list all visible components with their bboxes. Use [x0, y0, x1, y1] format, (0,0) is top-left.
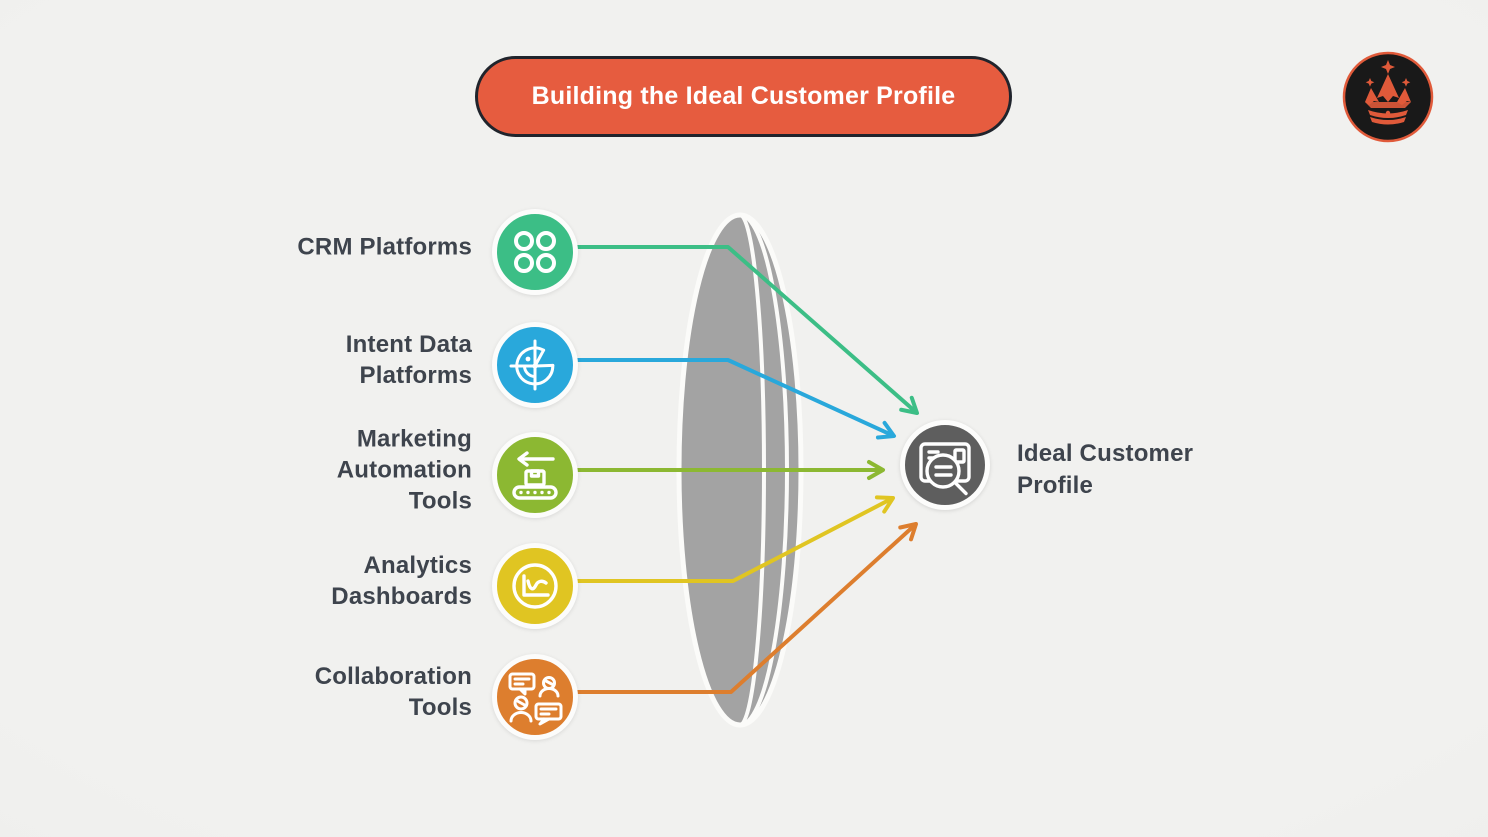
source-label-crm: CRM Platforms — [297, 233, 472, 261]
radar-icon — [509, 339, 555, 391]
arrow-crm — [568, 245, 919, 415]
arrows — [568, 245, 919, 694]
source-node-collaboration — [492, 654, 578, 740]
people-chat-icon — [508, 672, 563, 726]
result-node-ideal-customer-profile — [900, 420, 990, 510]
source-label-analytics: Analytics Dashboards — [331, 552, 472, 610]
mountain-crown-logo-icon — [1342, 51, 1434, 143]
logo-art — [1365, 60, 1411, 125]
line-chart-icon — [512, 563, 558, 609]
source-node-intent-data — [492, 322, 578, 408]
arrow-analytics — [568, 495, 895, 583]
arrow-collaboration — [568, 522, 918, 694]
source-node-crm — [492, 209, 578, 295]
page-title: Building the Ideal Customer Profile — [531, 82, 956, 110]
conveyor-belt-icon — [512, 451, 558, 500]
source-node-analytics — [492, 543, 578, 629]
crm-contacts-grid-icon — [514, 231, 556, 273]
source-label-intent-data: Intent Data Platforms — [345, 331, 472, 389]
source-label-marketing-automation: Marketing Automation Tools — [336, 425, 472, 515]
result-label-ideal-customer-profile: Ideal Customer Profile — [1017, 440, 1194, 499]
source-node-marketing-automation — [492, 432, 578, 518]
arrow-intent-data — [568, 358, 896, 440]
source-label-collaboration: Collaboration Tools — [314, 663, 472, 721]
title-banner: Building the Ideal Customer Profile — [475, 56, 1012, 137]
profile-magnifier-icon — [919, 442, 971, 496]
